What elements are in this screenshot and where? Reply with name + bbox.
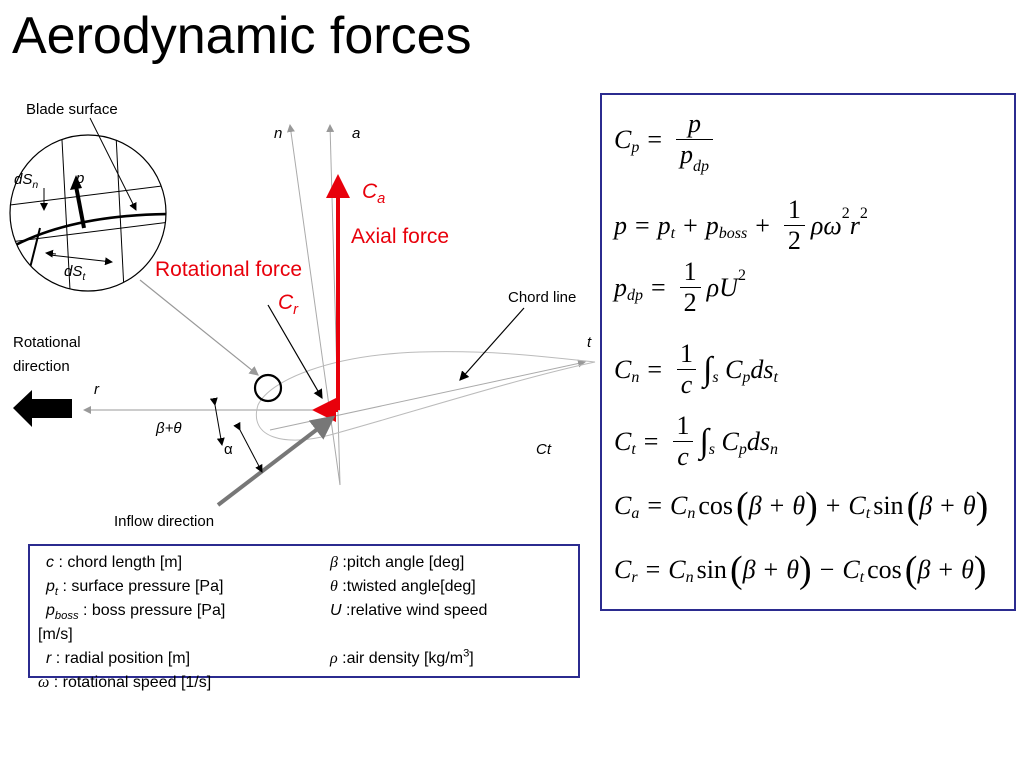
rotational-direction-line1: Rotational	[13, 334, 81, 351]
legend-r: r : radial position [m]	[46, 650, 191, 667]
dsn-label: dSn	[14, 171, 39, 191]
chord-line-label: Chord line	[508, 289, 577, 306]
axial-force-label: Axial force	[351, 225, 450, 248]
inflow-direction-label: Inflow direction	[114, 513, 215, 530]
legend-theta: θ :twisted angle[deg]	[330, 578, 476, 595]
n-axis-label: n	[274, 125, 283, 142]
dst-label: dSt	[64, 263, 86, 283]
rotational-direction-arrow-icon	[13, 390, 72, 427]
blade-surface-label: Blade surface	[26, 101, 118, 118]
symbol-legend-box: c : chord length [m] β :pitch angle [deg…	[28, 544, 580, 691]
legend-c: c : chord length [m]	[46, 554, 183, 571]
rotational-direction-line2: direction	[13, 358, 70, 375]
legend-rho: ρ :air density [kg/m3]	[330, 647, 474, 667]
r-axis-label: r	[94, 381, 99, 398]
beta-theta-label: β+θ	[156, 420, 182, 437]
legend-beta: β :pitch angle [deg]	[330, 554, 465, 571]
t-axis-label: t	[587, 334, 592, 351]
legend-u: U :relative wind speed	[330, 602, 488, 619]
a-axis-label: a	[352, 125, 361, 142]
p-label: p	[76, 170, 85, 187]
alpha-label: α	[224, 441, 233, 458]
blade-force-diagram	[9, 117, 596, 507]
ct-label: Ct	[536, 441, 551, 458]
legend-pt: pt : surface pressure [Pa]	[46, 578, 224, 599]
zoom-circle	[9, 134, 167, 292]
ca-label: Ca	[362, 180, 386, 208]
legend-pboss: pboss : boss pressure [Pa]	[46, 602, 226, 623]
legend-u-unit: [m/s]	[38, 626, 73, 643]
cr-label: Cr	[278, 291, 299, 319]
legend-omega: ω : rotational speed [1/s]	[38, 674, 212, 691]
page-title: Aerodynamic forces	[12, 7, 472, 65]
rotational-force-label: Rotational force	[155, 258, 303, 281]
